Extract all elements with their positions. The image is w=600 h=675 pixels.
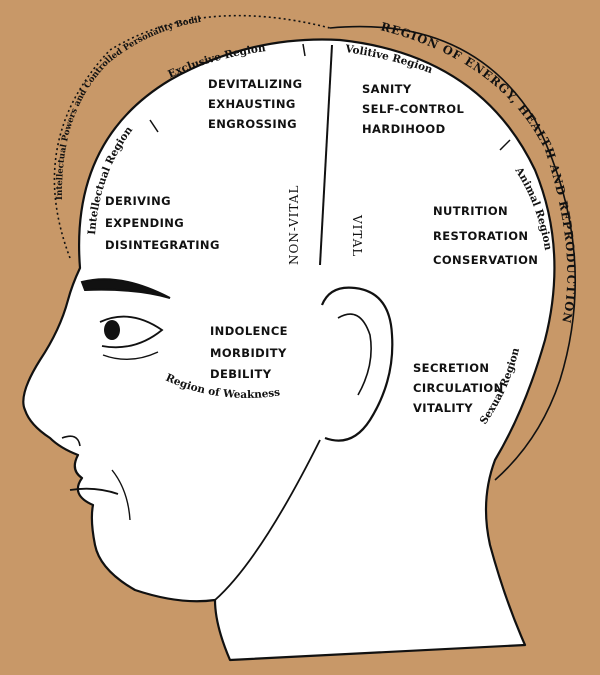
group-secretion: SECRETION CIRCULATION VITALITY bbox=[413, 361, 504, 415]
tick-intellectual bbox=[149, 119, 159, 133]
label-vital: VITAL bbox=[350, 214, 364, 257]
mouth bbox=[69, 487, 119, 495]
term: INDOLENCE bbox=[210, 324, 288, 338]
ear-inner bbox=[337, 313, 372, 396]
tick-exclusive bbox=[302, 43, 306, 57]
term: DERIVING bbox=[105, 194, 171, 208]
term: EXPENDING bbox=[105, 216, 184, 230]
term: CONSERVATION bbox=[433, 253, 538, 267]
tick-animal bbox=[499, 139, 511, 151]
term: DISINTEGRATING bbox=[105, 238, 220, 252]
head-silhouette bbox=[22, 38, 556, 662]
term: MORBIDITY bbox=[210, 346, 287, 360]
term: NUTRITION bbox=[433, 204, 508, 218]
cheek-line bbox=[111, 469, 131, 521]
group-indolence: INDOLENCE MORBIDITY DEBILITY bbox=[210, 324, 288, 381]
group-nutrition: NUTRITION RESTORATION CONSERVATION bbox=[433, 204, 538, 267]
nostril bbox=[61, 435, 81, 447]
group-sanity: SANITY SELF-CONTROL HARDIHOOD bbox=[362, 82, 464, 136]
eye bbox=[99, 315, 164, 349]
term: ENGROSSING bbox=[208, 117, 297, 131]
group-deriving: DERIVING EXPENDING DISINTEGRATING bbox=[105, 194, 220, 252]
central-dividing-line bbox=[319, 44, 333, 266]
group-devitalizing: DEVITALIZING EXHAUSTING ENGROSSING bbox=[208, 77, 303, 131]
term: RESTORATION bbox=[433, 229, 528, 243]
term: SECRETION bbox=[413, 361, 489, 375]
term: VITALITY bbox=[413, 401, 473, 415]
term: EXHAUSTING bbox=[208, 97, 296, 111]
eye-iris bbox=[104, 320, 120, 340]
term: DEVITALIZING bbox=[208, 77, 303, 91]
term: CIRCULATION bbox=[413, 381, 504, 395]
eye-crease bbox=[102, 351, 159, 360]
term: SANITY bbox=[362, 82, 412, 96]
outer-arc-right bbox=[329, 25, 576, 481]
eyebrow bbox=[80, 278, 171, 299]
label-non-vital: NON-VITAL bbox=[287, 185, 301, 265]
jaw-line bbox=[214, 439, 321, 601]
term: HARDIHOOD bbox=[362, 122, 446, 136]
term: DEBILITY bbox=[210, 367, 272, 381]
term: SELF-CONTROL bbox=[362, 102, 464, 116]
ear bbox=[320, 286, 394, 442]
